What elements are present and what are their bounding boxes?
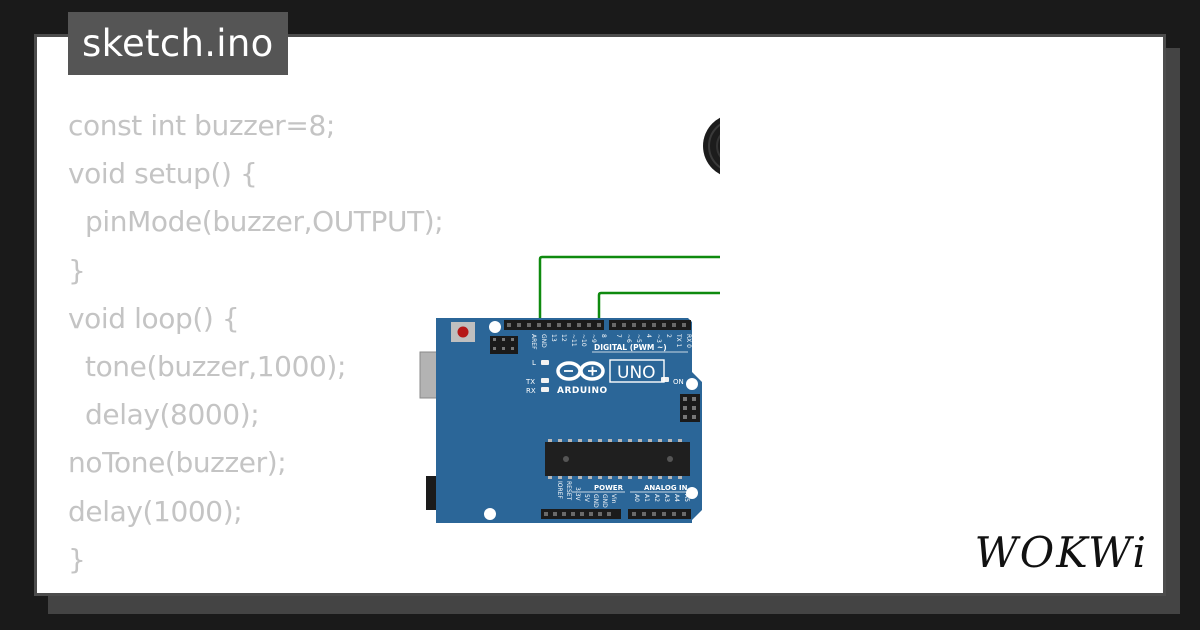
board-model: UNO (617, 363, 656, 383)
digital-header-2[interactable] (609, 320, 691, 330)
led-rx-label: RX (526, 387, 536, 395)
pin-label: A0 (633, 494, 640, 502)
pin-label: 13 (550, 334, 557, 342)
analog-label: ANALOG IN (644, 484, 688, 492)
wokwi-logo: WOKWi (974, 528, 1148, 577)
pin-label: ~3 (655, 334, 662, 343)
led-tx-label: TX (525, 378, 535, 386)
code-line: delay(1000); (68, 494, 243, 528)
pin-label: 7 (615, 334, 622, 338)
code-line: void setup() { (68, 157, 258, 191)
wire-gnd[interactable] (538, 180, 720, 326)
code-block: const int buzzer=8; void setup() { pinMo… (68, 106, 444, 588)
pin-label: 4 (645, 334, 652, 338)
led-on-label: ON (673, 378, 684, 386)
code-line: delay(8000); (68, 398, 260, 432)
led-l-label: L (532, 359, 536, 367)
wire-pin8[interactable] (597, 180, 720, 326)
pin-label: TX 1 (675, 333, 682, 348)
pin-label: 2 (665, 334, 672, 338)
arduino-uno-board[interactable]: AREF GND 13 12 ~11 ~10 ~9 8 7 ~6 ~5 4 ~3… (419, 318, 702, 523)
code-line: } (68, 542, 86, 576)
power-label: POWER (594, 484, 624, 492)
pin-label: IOREF (556, 481, 563, 499)
digital-label: DIGITAL (PWM ~) (594, 343, 667, 352)
pin-label: 3.3V (574, 487, 581, 502)
buzzer[interactable] (703, 114, 720, 186)
code-line: } (68, 253, 86, 287)
pin-label: ~6 (625, 334, 632, 343)
pin-label: 5V (583, 494, 590, 503)
pin-label: A1 (643, 494, 650, 502)
pin-label: Vin (610, 494, 617, 504)
pin-label: A4 (673, 494, 680, 502)
pin-label: GND (601, 494, 608, 508)
file-tab[interactable]: sketch.ino (68, 12, 288, 75)
atmega-chip (545, 442, 690, 476)
pin-label: RESET (565, 481, 572, 501)
pin-label: 12 (560, 334, 567, 342)
pin-label: AREF (530, 334, 537, 350)
pin-label: ~5 (635, 334, 642, 343)
code-line: tone(buzzer,1000); (68, 349, 346, 383)
code-line: void loop() { (68, 301, 240, 335)
pin-label: ~9 (590, 334, 597, 343)
pin-label: 8 (600, 334, 607, 338)
pin-label: A2 (653, 494, 660, 502)
pin-label: GND (540, 334, 547, 348)
pin-label: RX 0 (685, 334, 692, 348)
code-line: noTone(buzzer); (68, 446, 287, 480)
pin-label: A5 (683, 494, 690, 502)
digital-header-1[interactable] (504, 320, 604, 330)
analog-header[interactable] (628, 509, 691, 519)
board-brand: ARDUINO (557, 386, 608, 396)
circuit-diagram: AREF GND 13 12 ~11 ~10 ~9 8 7 ~6 ~5 4 ~3… (419, 114, 720, 523)
arduino-logo-icon (556, 361, 605, 381)
code-line: pinMode(buzzer,OUTPUT); (68, 205, 444, 239)
code-line: const int buzzer=8; (68, 109, 335, 142)
pin-label: GND (592, 494, 599, 508)
pin-label: ~10 (580, 334, 587, 347)
pin-label: ~11 (570, 334, 577, 347)
pin-label: A3 (663, 494, 670, 502)
